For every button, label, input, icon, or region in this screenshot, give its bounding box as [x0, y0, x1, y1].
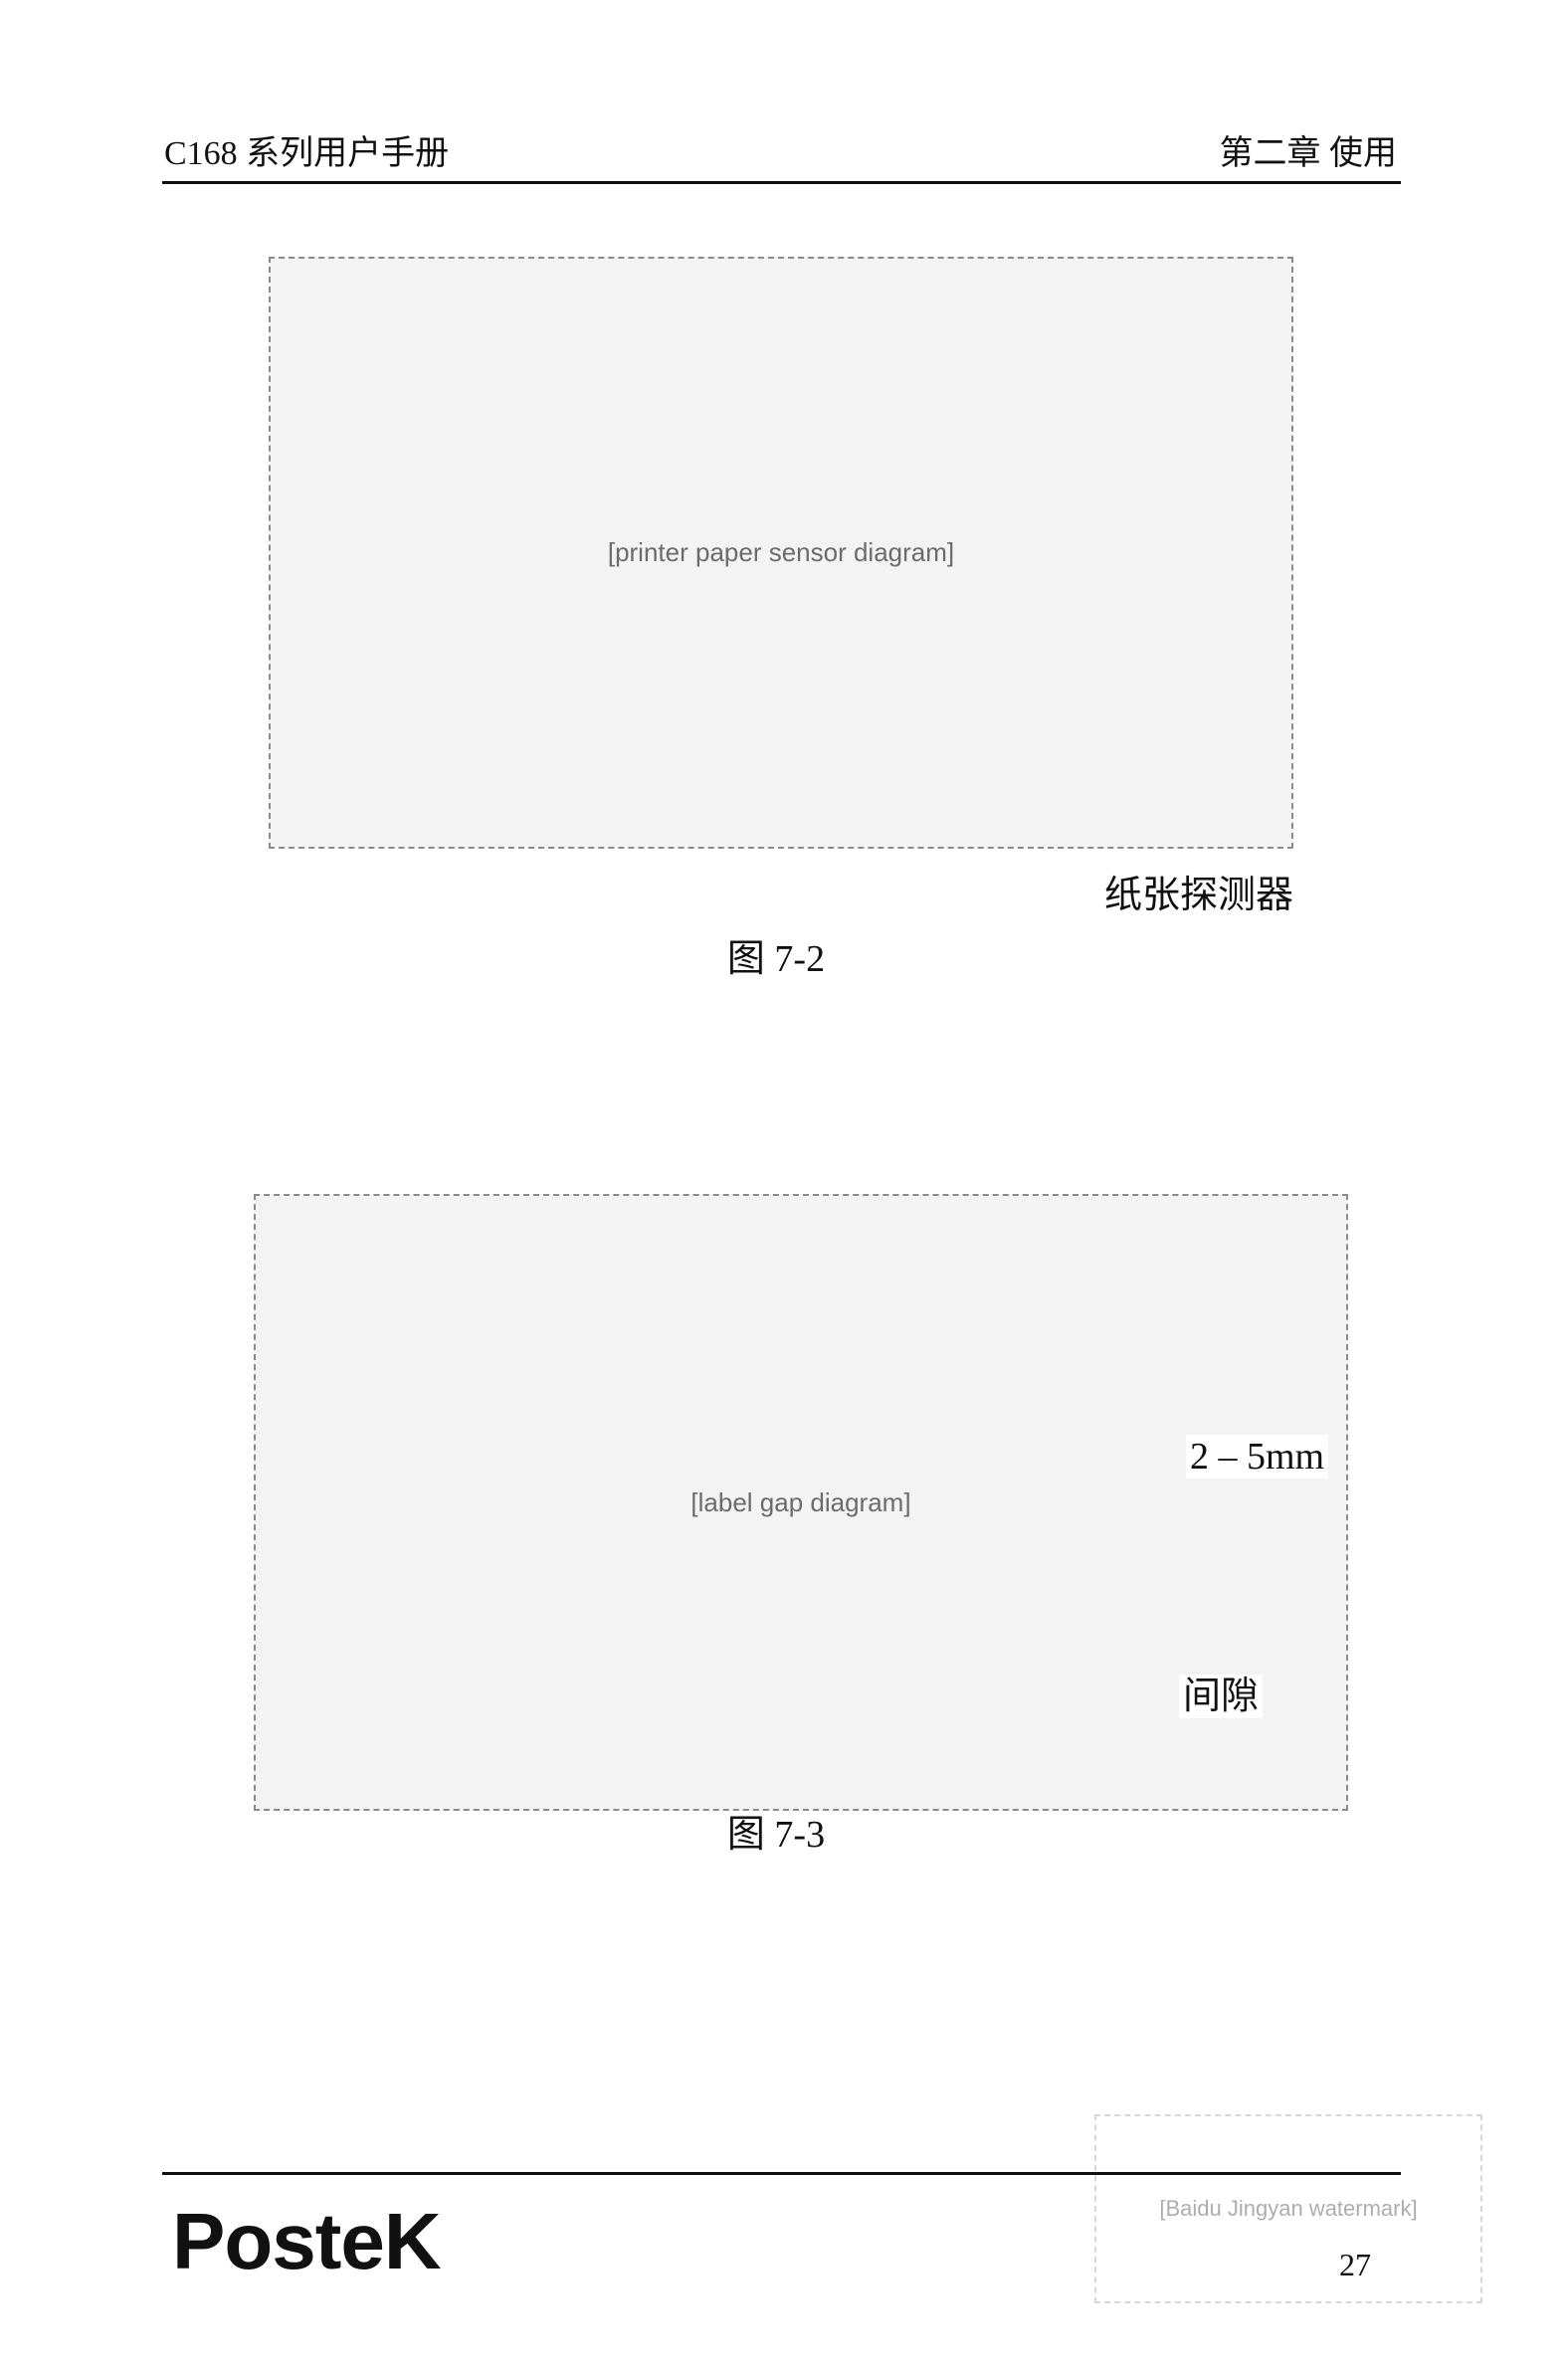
figure-7-3-placeholder: [label gap diagram]: [254, 1194, 1348, 1811]
header-title: C168 系列用户手册: [164, 135, 450, 172]
figure-7-2-placeholder: [printer paper sensor diagram]: [269, 257, 1293, 849]
paper-sensor-callout: 纸张探测器: [1104, 875, 1294, 916]
figure-7-2-caption: 图 7-2: [726, 938, 826, 980]
gap-callout: 间隙: [1179, 1675, 1264, 1718]
header-rule: [162, 181, 1401, 184]
footer-rule: [162, 2172, 1401, 2175]
watermark-placeholder: [Baidu Jingyan watermark]: [1094, 2114, 1482, 2303]
header-chapter: 第二章 使用: [1219, 135, 1398, 172]
page-number: 27: [1339, 2247, 1371, 2282]
gap-dimension-label: 2 – 5mm: [1186, 1435, 1329, 1479]
postek-logo: PosteK: [172, 2197, 442, 2285]
figure-7-3-caption: 图 7-3: [726, 1814, 826, 1856]
